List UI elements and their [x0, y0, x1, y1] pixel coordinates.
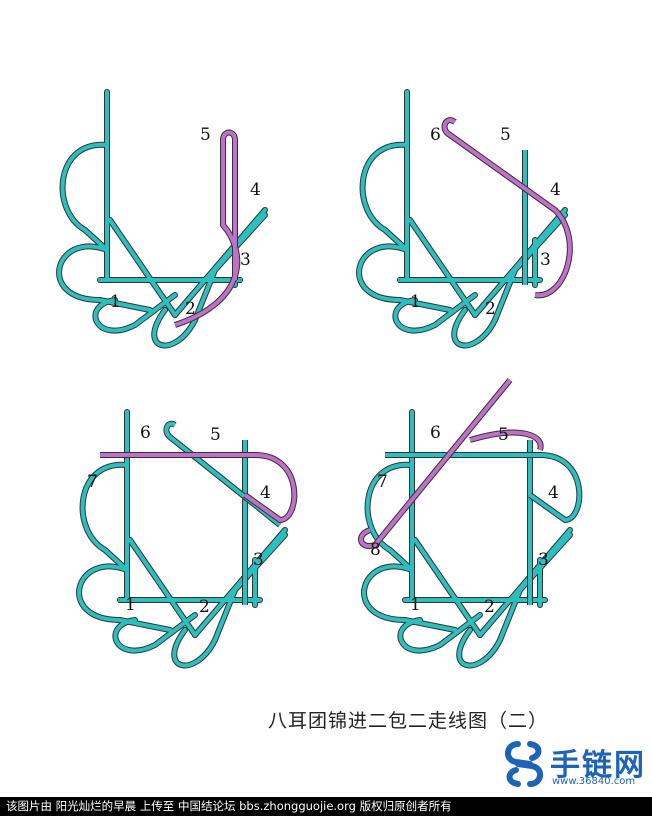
label-7: 7	[87, 472, 98, 492]
label-1: 1	[410, 595, 421, 615]
diagram-step-1: 1 2 3 4 5	[59, 92, 265, 345]
label-8: 8	[370, 540, 381, 560]
label-3: 3	[538, 550, 549, 570]
label-3: 3	[540, 250, 551, 270]
label-5: 5	[210, 425, 221, 445]
label-5: 5	[200, 125, 211, 145]
label-6: 6	[140, 423, 151, 443]
label-6: 6	[430, 423, 441, 443]
knot-diagram: 1 2 3 4 5 1 2 3 4 5 6 1 2 3 4 5 6 7	[0, 0, 583, 700]
label-2: 2	[484, 597, 495, 617]
label-5: 5	[500, 125, 511, 145]
site-logo[interactable]: 手链网 www.36840.com	[500, 738, 650, 798]
label-2: 2	[185, 299, 196, 319]
chain-link-icon	[505, 741, 543, 787]
label-1: 1	[110, 292, 121, 312]
logo-url: www.36840.com	[552, 776, 636, 787]
diagram-caption: 八耳团锦进二包二走线图（二）	[268, 710, 549, 732]
label-3: 3	[240, 250, 251, 270]
diagram-step-3: 1 2 3 4 5 6 7	[79, 412, 298, 665]
label-1: 1	[125, 595, 136, 615]
diagram-step-2: 1 2 3 4 5 6	[359, 92, 573, 345]
label-7: 7	[377, 472, 388, 492]
label-4: 4	[260, 483, 271, 503]
label-4: 4	[548, 483, 559, 503]
label-4: 4	[550, 180, 561, 200]
diagram-step-4: 1 2 3 4 5 6 7 8	[358, 378, 583, 665]
footer-credit: 该图片由 阳光灿烂的早晨 上传至 中国结论坛 bbs.zhongguojie.o…	[0, 797, 652, 816]
logo-title: 手链网	[550, 748, 646, 783]
label-6: 6	[430, 125, 441, 145]
label-3: 3	[253, 550, 264, 570]
label-2: 2	[199, 597, 210, 617]
label-5: 5	[498, 425, 509, 445]
label-4: 4	[250, 180, 261, 200]
label-2: 2	[485, 299, 496, 319]
label-1: 1	[410, 292, 421, 312]
